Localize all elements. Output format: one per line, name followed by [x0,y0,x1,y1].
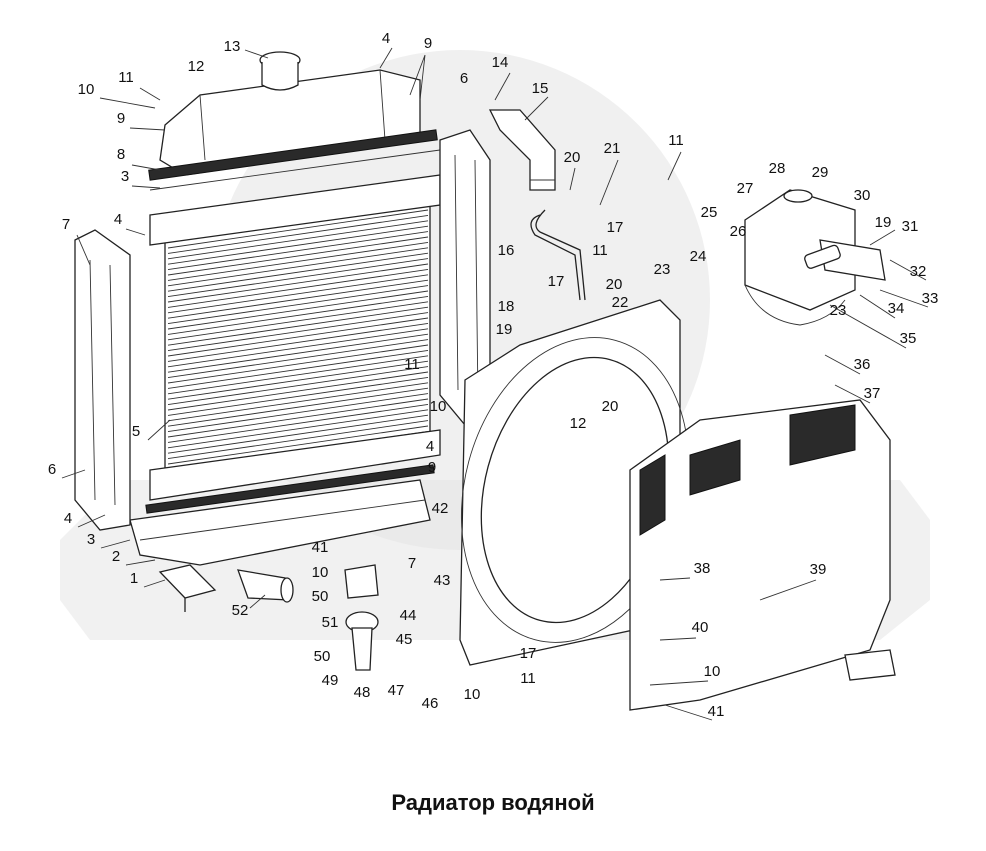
callout-7: 7 [408,555,416,572]
callout-4: 4 [114,211,122,228]
callout-41: 41 [708,703,725,720]
callout-28: 28 [769,160,786,177]
callout-16: 16 [498,242,515,259]
callout-33: 33 [922,290,939,307]
callout-19: 19 [496,321,513,338]
callout-44: 44 [400,607,417,624]
callout-9: 9 [424,35,432,52]
filler-cap [259,51,301,91]
outlet-pipe [237,569,294,603]
callout-20: 20 [602,398,619,415]
callout-12: 12 [570,415,587,432]
callout-29: 29 [812,164,829,181]
callout-38: 38 [694,560,711,577]
tank-bracket [804,239,886,281]
callout-45: 45 [396,631,413,648]
callout-51: 51 [322,614,339,631]
callout-48: 48 [354,684,371,701]
callout-10: 10 [78,81,95,98]
callout-6: 6 [48,461,56,478]
callout-17: 17 [520,645,537,662]
callout-21: 21 [604,140,621,157]
callout-50: 50 [314,648,331,665]
callout-10: 10 [312,564,329,581]
callout-37: 37 [864,385,881,402]
callout-24: 24 [690,248,707,265]
callout-18: 18 [498,298,515,315]
upper-hose [488,109,556,191]
callout-40: 40 [692,619,709,636]
callout-25: 25 [701,204,718,221]
expansion-tank [744,189,856,326]
callout-11: 11 [118,69,134,86]
callout-12: 12 [188,58,205,75]
radiator-core [149,174,441,501]
callout-43: 43 [434,572,451,589]
top-tank [148,69,441,191]
fan-shroud [459,299,690,666]
callout-1: 1 [130,570,138,587]
callout-6: 6 [460,70,468,87]
callout-9: 9 [428,459,436,476]
callout-36: 36 [854,356,871,373]
callout-27: 27 [737,180,754,197]
callout-15: 15 [532,80,549,97]
callout-23: 23 [830,302,847,319]
callout-42: 42 [432,500,449,517]
callout-9: 9 [117,110,125,127]
callout-26: 26 [730,223,747,240]
callout-52: 52 [232,602,249,619]
mounting-foot [158,564,217,612]
callout-46: 46 [422,695,439,712]
lower-shield [629,399,896,711]
callout-4: 4 [426,438,434,455]
callout-39: 39 [810,561,827,578]
callout-23: 23 [654,261,671,278]
callout-50: 50 [312,588,329,605]
callout-7: 7 [62,216,70,233]
callout-2: 2 [112,548,120,565]
callout-13: 13 [224,38,241,55]
callout-11: 11 [592,242,608,259]
callout-17: 17 [548,273,565,290]
callout-32: 32 [910,263,927,280]
callout-10: 10 [430,398,447,415]
callout-41: 41 [312,539,329,556]
callout-17: 17 [607,219,624,236]
callout-31: 31 [902,218,919,235]
callout-8: 8 [117,146,125,163]
callout-14: 14 [492,54,509,71]
leader-lines [61,47,929,721]
diagram-caption: Радиатор водяной [391,790,595,815]
callout-4: 4 [382,30,390,47]
callout-35: 35 [900,330,917,347]
callout-47: 47 [388,682,405,699]
callout-10: 10 [464,686,481,703]
callout-4: 4 [64,510,72,527]
callout-3: 3 [87,531,95,548]
drain-valve [344,564,379,671]
callout-22: 22 [612,294,629,311]
callout-20: 20 [564,149,581,166]
callout-5: 5 [132,423,140,440]
callout-19: 19 [875,214,892,231]
callout-20: 20 [606,276,623,293]
callout-11: 11 [520,670,536,687]
callout-30: 30 [854,187,871,204]
callout-49: 49 [322,672,339,689]
left-side-bracket [74,229,131,531]
callout-10: 10 [704,663,721,680]
bottom-tank [129,464,435,566]
steam-pipe [530,209,586,301]
callout-11: 11 [404,356,420,373]
callout-34: 34 [888,300,905,317]
callout-3: 3 [121,168,129,185]
callout-11: 11 [668,132,684,149]
